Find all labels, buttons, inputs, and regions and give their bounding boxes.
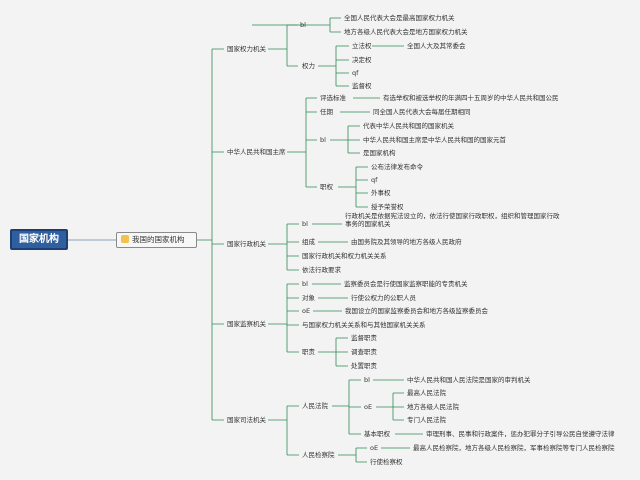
node-b5-fy-jb-1[interactable]: 审理刑事、民事和行政案件，惩办犯罪分子引导公民自觉遵守法律 xyxy=(426,430,615,438)
node-b2-rq-1[interactable]: 同全国人民代表大会每届任期相同 xyxy=(373,108,471,116)
node-b4-dx[interactable]: 对象 xyxy=(302,294,315,302)
branch-connector-b3 xyxy=(268,223,299,271)
node-b2-pb-1[interactable]: 有选举权和被选举权的年满四十五周岁的中华人民共和国公民 xyxy=(383,94,559,102)
node-b5-jc-xs[interactable]: 行使检察权 xyxy=(370,458,403,466)
branch-connector-b3-leaf xyxy=(312,223,348,243)
node-b1-ql-lf[interactable]: 立法权 xyxy=(352,42,372,50)
root-node[interactable]: 国家机构 xyxy=(10,229,68,250)
branch-connector-b2-leaf xyxy=(340,97,380,113)
node-b3[interactable]: 国家行政机关 xyxy=(227,240,266,248)
branch-connector-b4 xyxy=(268,283,299,353)
node-b2-rq[interactable]: 任期 xyxy=(320,108,333,116)
branch-connector-b4-leaf xyxy=(312,283,348,312)
branch-connector-b4-zz xyxy=(318,337,348,367)
node-b5-jc-oe[interactable]: oE xyxy=(370,444,379,452)
branch-connector-b2-bl xyxy=(330,125,360,154)
folder-icon xyxy=(121,235,129,243)
node-b2-bl-3[interactable]: 是国家机构 xyxy=(363,149,396,157)
branch-connector-b2 xyxy=(287,97,317,188)
node-b5-fy[interactable]: 人民法院 xyxy=(302,402,328,410)
node-b2-bl-2[interactable]: 中华人民共和国主席是中华人民共和国的国家元首 xyxy=(363,136,506,144)
node-b1-bl-2[interactable]: 地方各级人民代表大会是地方国家权力机关 xyxy=(344,28,468,36)
node-b4-dx-1[interactable]: 行使公权力的公职人员 xyxy=(351,294,416,302)
branch-connector-b5 xyxy=(268,405,299,456)
node-b2-zq[interactable]: 职权 xyxy=(320,183,333,191)
branch-connector-b1 xyxy=(268,24,298,67)
branch-connector-b5-jc xyxy=(338,447,367,463)
node-b5-fy-jb[interactable]: 基本职权 xyxy=(364,430,390,438)
node-b3-bl[interactable]: bl xyxy=(302,220,308,228)
node-b3-gx[interactable]: 国家行政机关和权力机关关系 xyxy=(302,252,387,260)
node-b4[interactable]: 国家监察机关 xyxy=(227,320,266,328)
branch-connector-b5-oe xyxy=(376,392,404,421)
node-b4-bl-1[interactable]: 监察委员会是行使国家监察职能的专责机关 xyxy=(344,280,468,288)
node-b5-jc[interactable]: 人民检察院 xyxy=(302,451,335,459)
branch-connector-main xyxy=(197,48,224,421)
node-b5-fy-oe-1[interactable]: 最高人民法院 xyxy=(407,389,446,397)
node-b1[interactable]: 国家权力机关 xyxy=(227,45,266,53)
node-b1-ql-qf[interactable]: qf xyxy=(352,69,359,77)
branch-connector-b5-fy xyxy=(332,379,361,435)
node-b5[interactable]: 国家司法机关 xyxy=(227,416,266,424)
node-b1-bl-1[interactable]: 全国人民代表大会是最高国家权力机关 xyxy=(344,14,455,22)
node-b2[interactable]: 中华人民共和国主席 xyxy=(227,148,286,156)
node-b5-fy-oe-3[interactable]: 专门人民法院 xyxy=(407,416,446,424)
node-b5-fy-bl-1[interactable]: 中华人民共和国人民法院是国家的审判机关 xyxy=(407,376,531,384)
node-b4-zz-3[interactable]: 处置职责 xyxy=(351,362,377,370)
node-b2-zq-4[interactable]: 授予荣誉权 xyxy=(371,203,404,211)
node-b5-jc-oe-1[interactable]: 最高人民检察院，地方各级人民检察院，军事检察院等专门人民检察院 xyxy=(413,444,615,452)
node-b3-zc[interactable]: 组成 xyxy=(302,238,315,246)
node-b2-zq-2[interactable]: qf xyxy=(371,176,378,184)
node-b3-yq[interactable]: 依法行政要求 xyxy=(302,266,341,274)
node-b2-pb[interactable]: 评选标准 xyxy=(320,94,346,102)
branch-connector-b1-ql xyxy=(318,45,349,87)
branch-connector-b1-bl xyxy=(252,17,341,33)
node-b4-oe-1[interactable]: 我国设立的国家监察委员会和地方各级监察委员会 xyxy=(345,307,488,315)
node-b4-bl[interactable]: bl xyxy=(302,280,308,288)
branch-connector-b2-zq xyxy=(338,166,368,208)
node-b1-ql-lf-1[interactable]: 全国人大及其常委会 xyxy=(407,42,466,50)
topic-label: 我国的国家机构 xyxy=(132,235,185,244)
node-b2-zq-3[interactable]: 外事权 xyxy=(371,189,391,197)
node-b4-oe[interactable]: oE xyxy=(302,307,311,315)
node-b5-fy-oe[interactable]: oE xyxy=(364,403,373,411)
node-b3-zc-1[interactable]: 由国务院及其领导的地方各级人民政府 xyxy=(351,238,462,246)
node-b2-bl[interactable]: bl xyxy=(320,136,326,144)
node-b4-zz-2[interactable]: 调查职责 xyxy=(351,348,377,356)
node-b3-bl-1[interactable]: 行政机关是依据宪法设立的，依法行使国家行政职权，组织和管理国家行政事务的国家机关 xyxy=(345,212,560,228)
topic-node[interactable]: 我国的国家机构 xyxy=(116,232,197,248)
node-b5-fy-bl[interactable]: bl xyxy=(364,376,370,384)
node-b1-ql-jd[interactable]: 决定权 xyxy=(352,56,372,64)
node-b4-gx[interactable]: 与国家权力机关关系和与其他国家机关关系 xyxy=(302,321,426,329)
node-b1-ql-jd2[interactable]: 监督权 xyxy=(352,82,372,90)
node-b1-ql[interactable]: 权力 xyxy=(302,62,315,70)
node-b5-fy-oe-2[interactable]: 地方各级人民法院 xyxy=(407,403,459,411)
node-b2-bl-1[interactable]: 代表中华人民共和国的国家机关 xyxy=(363,122,454,130)
node-b2-zq-1[interactable]: 公布法律发布命令 xyxy=(371,163,423,171)
node-b1-bl[interactable]: bl xyxy=(300,21,306,29)
node-b4-zz[interactable]: 职责 xyxy=(302,348,315,356)
node-b4-zz-1[interactable]: 监督职责 xyxy=(351,334,377,342)
